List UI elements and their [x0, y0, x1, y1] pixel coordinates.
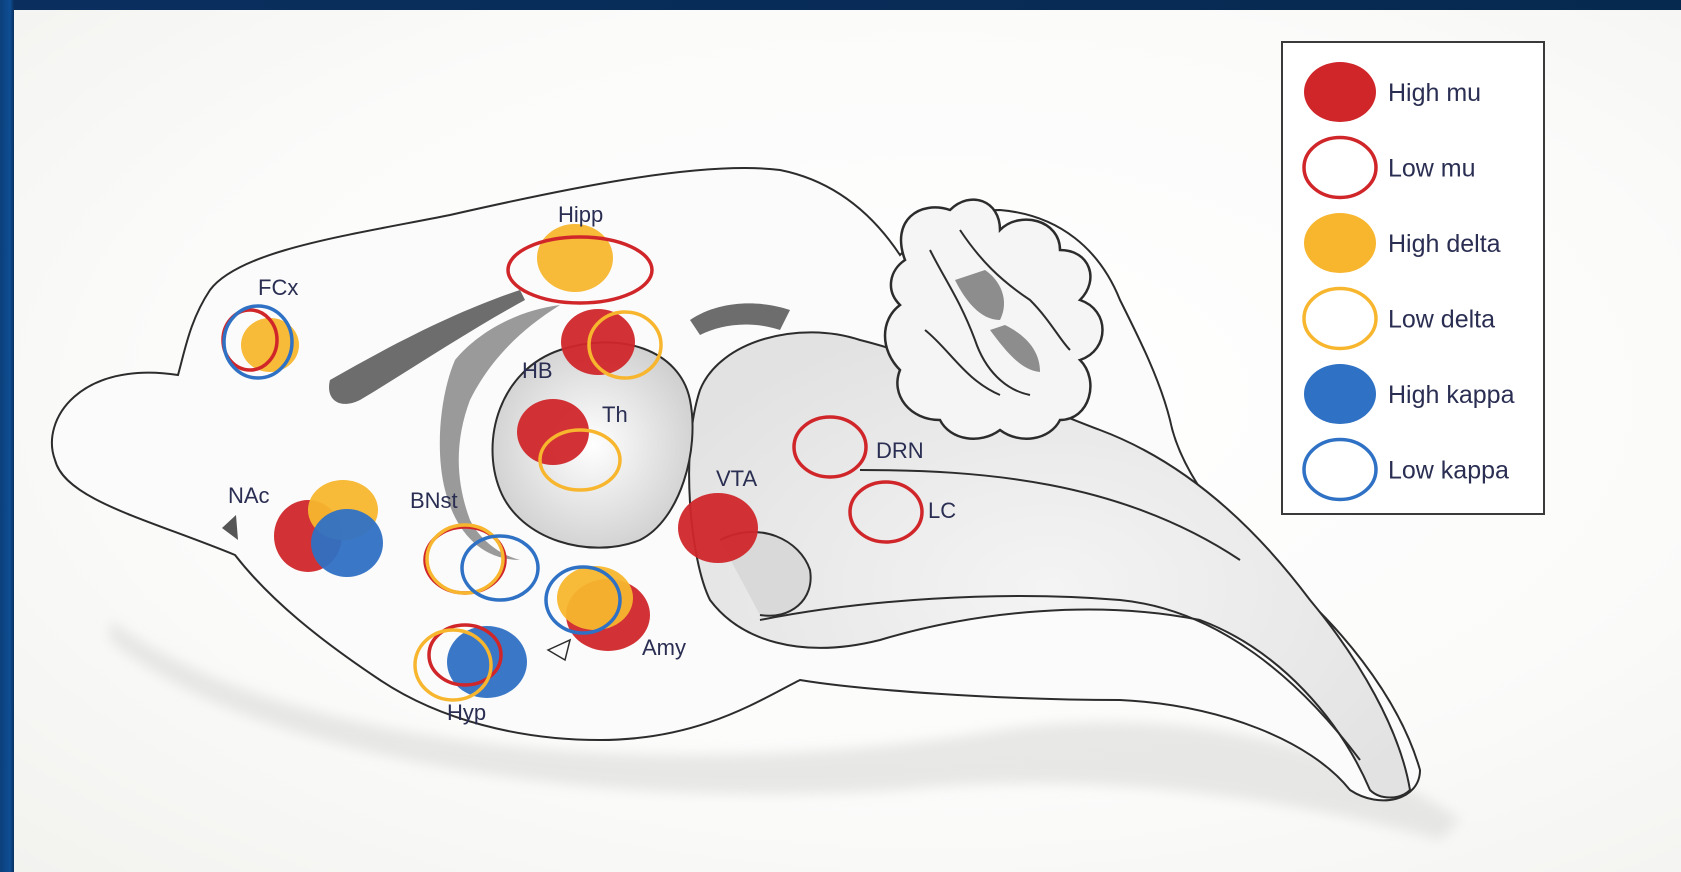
- legend-label-low-mu: Low mu: [1388, 155, 1476, 183]
- hipp-high-delta-marker: [537, 224, 613, 292]
- region-label-th: Th: [602, 402, 628, 427]
- legend-label-high-delta: High delta: [1388, 230, 1501, 258]
- legend-swatch-high-kappa: [1304, 364, 1376, 424]
- legend: High mu Low mu High deltaLow deltaHigh kap…: [1282, 42, 1544, 514]
- region-label-vta: VTA: [716, 466, 757, 491]
- region-label-nac: NAc: [228, 483, 270, 508]
- th-high-mu-marker: [517, 399, 589, 465]
- region-label-drn: DRN: [876, 438, 924, 463]
- vta-high-mu-marker: [678, 493, 758, 563]
- region-label-hyp: Hyp: [447, 700, 486, 725]
- hyp-high-kappa-marker: [447, 626, 527, 698]
- region-label-bnst: BNst: [410, 488, 458, 513]
- legend-label-high-mu: High mu: [1388, 79, 1481, 107]
- legend-label-low-kappa: Low kappa: [1388, 457, 1509, 485]
- region-label-hipp: Hipp: [558, 202, 603, 227]
- nac-high-kappa-marker: [311, 509, 383, 577]
- legend-label-high-kappa: High kappa: [1388, 381, 1515, 409]
- region-label-amy: Amy: [642, 635, 686, 660]
- region-label-hb: HB: [522, 358, 553, 383]
- region-label-fcx: FCx: [258, 275, 298, 300]
- region-label-lc: LC: [928, 498, 956, 523]
- brain-receptor-diagram: FCx Hipp HB Th NAc BNst VTA DRN LC Amy H…: [14, 10, 1681, 872]
- figure-panel: FCx Hipp HB Th NAc BNst VTA DRN LC Amy H…: [14, 10, 1681, 872]
- legend-swatch-high-mu: [1304, 62, 1376, 122]
- legend-label-low-delta: Low delta: [1388, 306, 1495, 334]
- legend-swatch-high-delta: [1304, 213, 1376, 273]
